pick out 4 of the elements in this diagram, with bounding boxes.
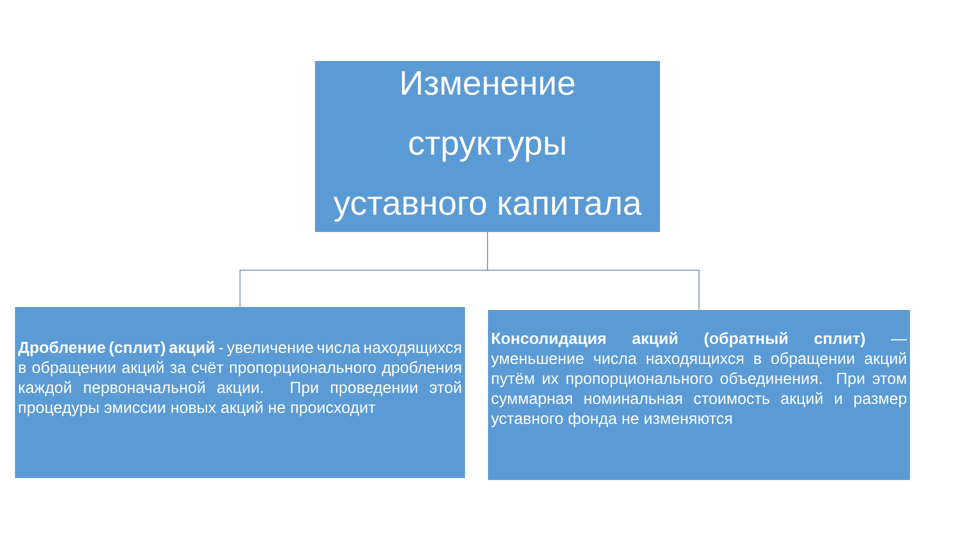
- connector-line: [487, 232, 700, 310]
- definition-box: Дробление (сплит) акций - увеличение числа находящихся в обращении акций за счёт пропорционального дробления каждой первоначальной акции. При проведении этой процедуры эмиссии новых акций не происходит: [15, 307, 465, 478]
- definition-box: Консолидация акций (обратный сплит) — уменьшение числа находящихся в обращении акций путём их пропорционального объединения. При этом суммарная номинальная стоимость акций и размер уставного фонда не изменяются: [488, 310, 910, 480]
- topic-box: Изменение структуры уставного капитала: [315, 61, 660, 232]
